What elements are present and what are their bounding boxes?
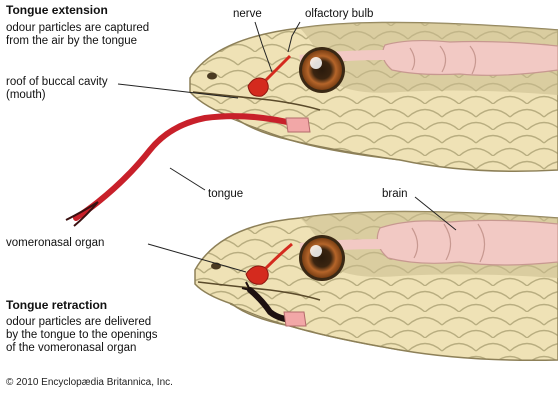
- olfactory-bulb-label: olfactory bulb: [305, 8, 373, 21]
- top-snake-head: [66, 22, 558, 226]
- retraction-title: Tongue retraction: [6, 299, 107, 312]
- retraction-caption: odour particles are delivered by the ton…: [6, 316, 158, 355]
- vomeronasal-label: vomeronasal organ: [6, 237, 104, 250]
- tongue-leader: [170, 168, 205, 190]
- extension-title: Tongue extension: [6, 4, 108, 17]
- brain-label: brain: [382, 188, 408, 201]
- roof-label: roof of buccal cavity (mouth): [6, 76, 108, 102]
- copyright-credit: © 2010 Encyclopædia Britannica, Inc.: [6, 377, 173, 388]
- tongue-label: tongue: [208, 188, 243, 201]
- extension-caption: odour particles are captured from the ai…: [6, 22, 149, 48]
- bottom-snake-head: [195, 212, 558, 361]
- nerve-label: nerve: [233, 8, 262, 21]
